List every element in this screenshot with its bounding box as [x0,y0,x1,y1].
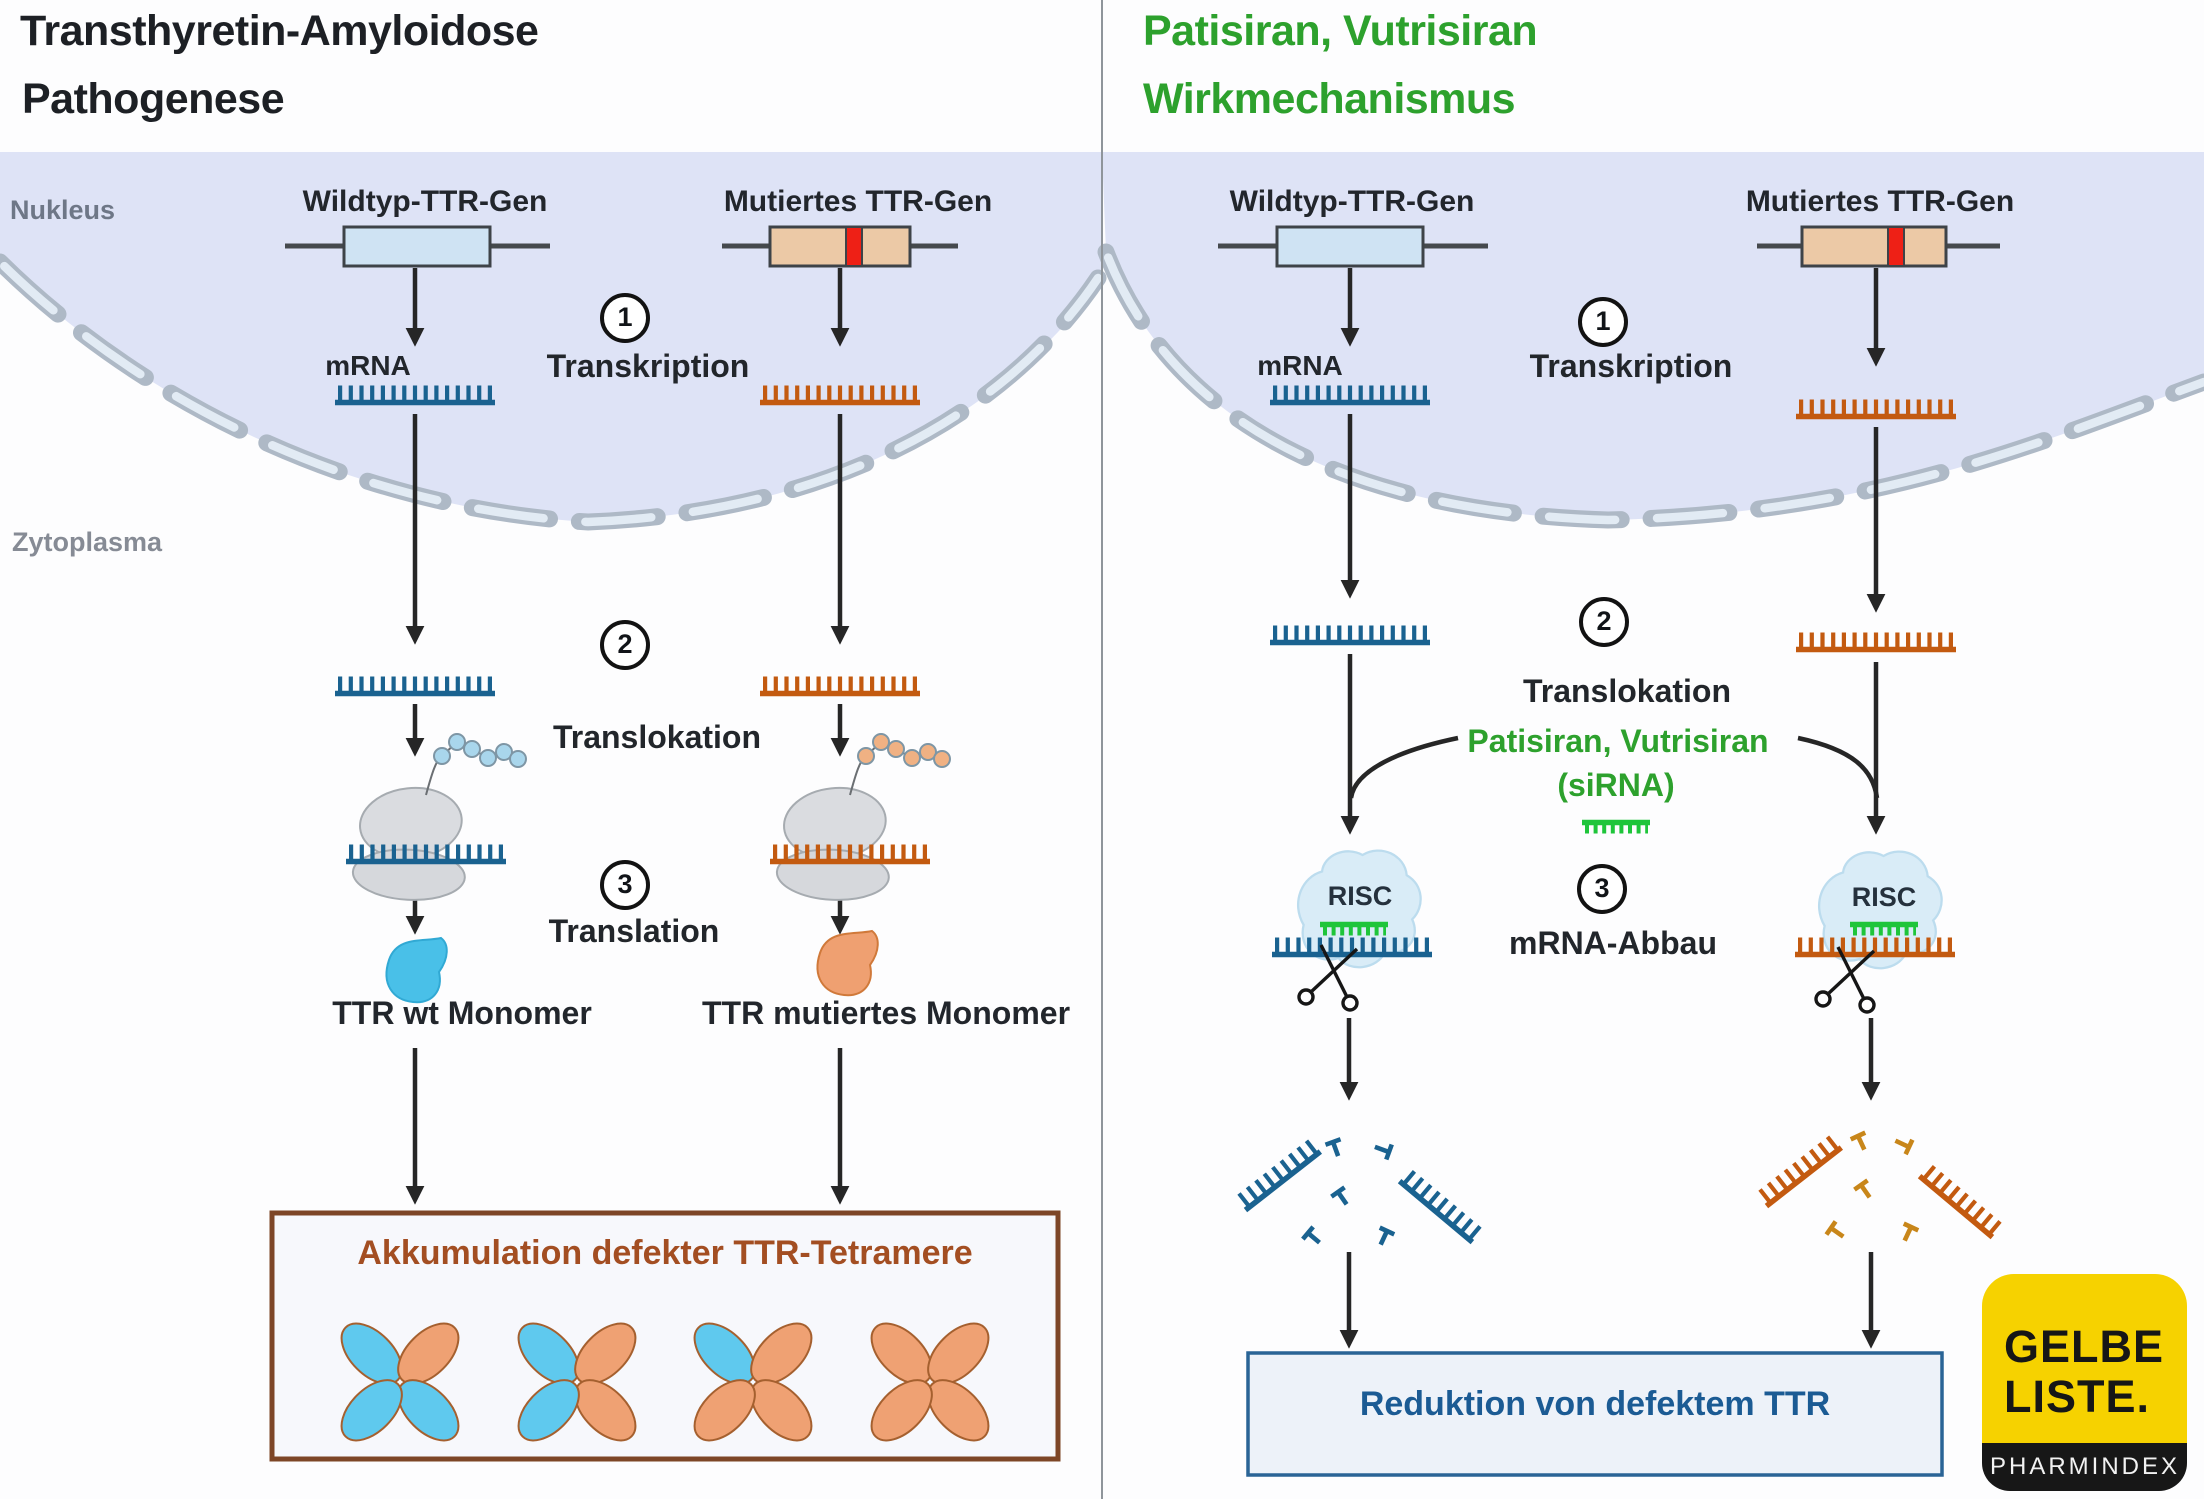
step-2-number-left: 2 [617,629,633,660]
wt-monomer-label: TTR wt Monomer [332,995,592,1031]
gelbe-liste-logo: GELBE LISTE. PHARMINDEX [1982,1274,2187,1491]
mut-gene-label-right: Mutiertes TTR-Gen [1745,185,2015,218]
sirna-curve-right [1797,735,1880,799]
step-circles [600,293,1629,914]
mut-gene-label-left: Mutiertes TTR-Gen [723,185,993,218]
mrna-label-right: mRNA [1257,350,1343,381]
risc-label-mut: RISC [1851,882,1917,912]
logo-band [1982,1443,2187,1491]
accumulation-box-title: Akkumulation defekter TTR-Tetramere [357,1234,973,1272]
mrna-label-left: mRNA [325,350,411,381]
nuclear-membrane-icon [0,243,2204,531]
mrna-wt-cytoplasm-icon-r [1270,634,1430,643]
risc-label-wt: RISC [1327,881,1393,911]
gene-wildtype-left [285,225,550,268]
right-panel-title-line1: Patisiran, Vutrisiran [1143,7,1538,55]
left-panel-title-line1: Transthyretin-Amyloidose [20,7,539,55]
mrna-fragments-wt [1240,1139,1478,1249]
step-2-label-right: Translokation [1522,673,1732,709]
gene-wildtype-right [1218,225,1488,268]
mutation-stripe-icon [1887,226,1905,267]
monomer-wt-icon [385,937,448,1004]
arrows-left-panel [405,268,850,1205]
step-1-number-left: 1 [617,302,633,333]
logo-subtext: PHARMINDEX [1989,1453,2181,1480]
sirna-curve-left [1348,735,1459,799]
wt-gene-label-right: Wildtyp-TTR-Gen [1229,185,1475,218]
step-2-number-right: 2 [1596,606,1612,637]
sirna-label-line2: (siRNA) [1557,767,1675,803]
result-box [1246,1351,1944,1477]
step-3-number-left: 3 [617,869,633,900]
right-panel-title-line2: Wirkmechanismus [1143,75,1516,123]
logo-text-line1: GELBE [2004,1321,2165,1372]
risc-complex-wt [1272,849,1432,1012]
result-box-title: Reduktion von defektem TTR [1359,1385,1831,1423]
step-3-number-right: 3 [1594,873,1610,904]
mrna-mut-cytoplasm-icon [760,685,920,694]
step-3-label-right: mRNA-Abbau [1509,925,1717,961]
mrna-mut-cytoplasm-icon-r [1796,641,1956,650]
left-panel-title-line2: Pathogenese [22,75,285,123]
step-1-label-left: Transkription [546,348,750,384]
gene-mutant-right [1757,225,2000,268]
step-1-number-right: 1 [1595,306,1611,337]
risc-complex-mut [1795,850,1955,1014]
step-2-label-left: Translokation [552,719,762,755]
nucleus-label: Nukleus [10,195,116,225]
monomer-mut-icon [816,930,879,997]
wt-gene-label-left: Wildtyp-TTR-Gen [302,185,548,218]
step-3-label-left: Translation [548,913,720,949]
sirna-label-line1: Patisiran, Vutrisiran [1467,723,1769,759]
step-1-label-right: Transkription [1529,348,1733,384]
mutation-stripe-icon [845,226,863,267]
logo-text-line2: LISTE. [2004,1371,2151,1422]
mrna-wt-cytoplasm-icon [335,685,495,694]
mrna-fragments-mut [1761,1133,1998,1244]
gene-mutant-left [722,225,958,268]
arrows-right-panel [1339,268,1886,1349]
ribosome-wt-icon [346,733,527,904]
accumulation-box [269,1210,1061,1462]
cytoplasm-label: Zytoplasma [12,527,163,557]
mut-monomer-label: TTR mutiertes Monomer [701,995,1071,1031]
sirna-icon [1582,823,1650,829]
ribosome-mut-icon [770,733,951,904]
